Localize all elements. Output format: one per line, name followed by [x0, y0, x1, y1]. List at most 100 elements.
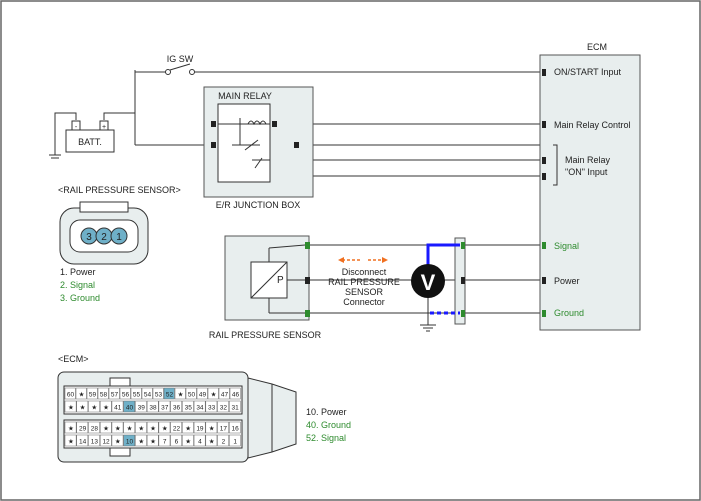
- ecm-pin-number: 56: [122, 392, 130, 399]
- ecm-pin-number: ★: [150, 425, 156, 433]
- ecm-pin-number: 22: [173, 426, 181, 433]
- ecm-pin-number: ★: [127, 425, 133, 433]
- ecm-pin-number: 17: [220, 426, 228, 433]
- ecm-pin-cell: [182, 400, 194, 413]
- ecm-pin-cell: [86, 387, 98, 400]
- ecm-pin-cell: [158, 434, 171, 447]
- ecm-pin-cell: [97, 387, 109, 400]
- ecm-pin-cell: [141, 387, 153, 400]
- svg-text:-: -: [75, 124, 78, 131]
- sensor-label: RAIL PRESSURE SENSOR: [209, 330, 322, 340]
- voltmeter-label: V: [421, 270, 436, 295]
- ecm-pin-number: 36: [173, 405, 181, 412]
- ecm-pin-cell: [205, 421, 218, 434]
- ecm-pin-number: ★: [68, 404, 74, 412]
- battery-label: BATT.: [78, 137, 102, 147]
- ecm-pin-cell: [76, 400, 89, 413]
- wire-batt-gnd: [54, 112, 77, 155]
- ecm-pin-number: 58: [100, 392, 108, 399]
- ecm-pin-cell: [193, 434, 206, 447]
- ecm-pin-number: ★: [209, 425, 215, 433]
- ecm-pin-cell: [158, 400, 171, 413]
- svg-text:2: 2: [101, 232, 107, 243]
- ecm-pin-cell: [99, 434, 112, 447]
- ecm-pin-cell: [229, 387, 241, 400]
- rps-pin-signal: 2. Signal: [60, 280, 95, 290]
- ecm-pin-number: 37: [161, 405, 169, 412]
- ecm-pin-number: ★: [91, 404, 97, 412]
- ecm-pin-cell: [146, 421, 159, 434]
- ecm-pin-cell: [218, 387, 230, 400]
- ecm-pin-number: ★: [138, 438, 144, 446]
- ecm-pin-number: 14: [79, 439, 87, 446]
- ecm-pin-cell: [229, 421, 241, 434]
- ecm-pin-number: ★: [103, 404, 109, 412]
- ecm-pin-cell: [207, 387, 219, 400]
- ecm-pin-cell: [158, 421, 171, 434]
- ecm-pin-cell: [99, 400, 112, 413]
- ecm-pin-cell: [99, 421, 112, 434]
- ecm-pin-cell: [123, 421, 136, 434]
- main-relay-title: MAIN RELAY: [218, 91, 272, 101]
- ecm-pin-power: Power: [554, 276, 580, 286]
- ecm-pin-ground: 40. Ground: [306, 420, 351, 430]
- ecm-pin-number: ★: [115, 438, 121, 446]
- ecm-pin-cell: [196, 387, 208, 400]
- ecm-pin-cell: [174, 387, 186, 400]
- ecm-pin-cell: [163, 387, 175, 400]
- ecm-pin-ground: Ground: [554, 308, 584, 318]
- ecm-pin-cell: [108, 387, 120, 400]
- ecm-pin-number: 38: [149, 405, 157, 412]
- ecm-pin-cell: [111, 421, 124, 434]
- ecm-pin-number: 7: [163, 439, 167, 446]
- ecm-pin-number: ★: [185, 438, 191, 446]
- ecm-pin-cell: [123, 434, 136, 447]
- ecm-pin-cell: [88, 434, 100, 447]
- ecm-pin-cell: [111, 400, 124, 413]
- voltmeter: [411, 264, 445, 298]
- ecm-pin-number: 34: [196, 405, 204, 412]
- wire-batt-plus: [103, 112, 135, 120]
- ecm-pin-number: 28: [91, 426, 99, 433]
- ecm-block: [539, 54, 641, 331]
- ecm-pin-number: 16: [232, 426, 240, 433]
- svg-text:+: +: [102, 124, 106, 131]
- ecm-pin-cell: [130, 387, 142, 400]
- ecm-pin-cell: [146, 434, 159, 447]
- ig-sw-label: IG SW: [167, 54, 194, 64]
- ecm-pin-cell: [170, 400, 182, 413]
- ecm-pin-number: 47: [221, 392, 229, 399]
- sensor-p-label: P: [277, 275, 284, 286]
- disconnect-line-4: Connector: [343, 297, 385, 307]
- ecm-block-title: ECM: [587, 42, 607, 52]
- battery: - +: [65, 120, 115, 153]
- ecm-pin-number: ★: [150, 438, 156, 446]
- ecm-pin-number: 2: [222, 439, 226, 446]
- ecm-pin-number: 29: [79, 426, 87, 433]
- ecm-pin-cell: [193, 421, 206, 434]
- ecm-pin-cell: [64, 387, 76, 400]
- ecm-pin-number: 54: [144, 392, 152, 399]
- ecm-relay-on-bracket: [553, 144, 558, 186]
- ecm-pin-number: 4: [198, 439, 202, 446]
- main-relay-symbol: [217, 103, 271, 183]
- meter-lead-red: [426, 243, 460, 265]
- ecm-pin-cell: [205, 434, 218, 447]
- ecm-pin-relay-control: Main Relay Control: [554, 120, 631, 130]
- rps-pin-power: 1. Power: [60, 267, 96, 277]
- ecm-pin-cell: [182, 421, 194, 434]
- ecm-pin-number: 12: [102, 439, 110, 446]
- ecm-pin-number: 13: [91, 439, 99, 446]
- ecm-pin-cell: [217, 400, 229, 413]
- ecm-pin-number: 39: [138, 405, 146, 412]
- ecm-pin-cell: [205, 400, 218, 413]
- ecm-pin-number: 52: [166, 392, 174, 399]
- ecm-pin-number: 46: [232, 392, 240, 399]
- wire-batt-igsw: [134, 70, 168, 73]
- ecm-pin-cell: [217, 434, 229, 447]
- ecm-pin-number: 19: [196, 426, 204, 433]
- ecm-pin-number: 35: [185, 405, 193, 412]
- ecm-pin-number: 33: [208, 405, 216, 412]
